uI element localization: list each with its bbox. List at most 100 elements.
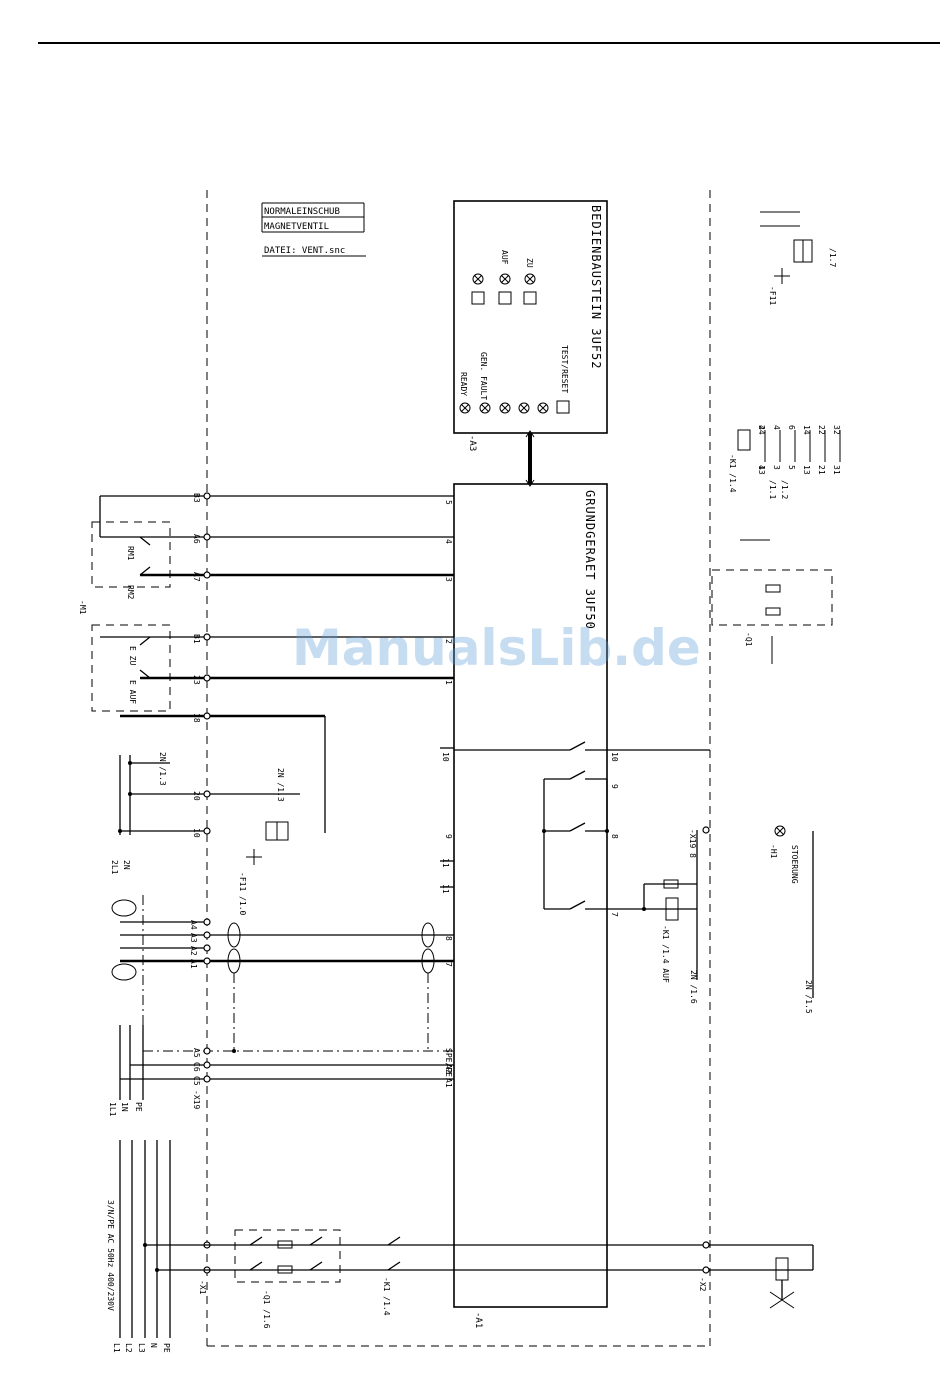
terminal-a7: A7: [192, 572, 201, 582]
x2-label: -X2: [698, 1277, 707, 1292]
supply-2: [118, 755, 170, 835]
legend-k1-contact: 21: [817, 465, 826, 475]
pin-r10: 10: [610, 752, 619, 762]
legend-k1-contact: 13: [802, 465, 811, 475]
pin-a1: A1: [444, 1078, 453, 1088]
terminal-b1: B1: [192, 634, 201, 644]
l1-1-label: 1L1: [108, 1102, 117, 1117]
terminal-a3: A3: [189, 933, 198, 943]
valve-coil: [769, 1257, 795, 1309]
legend-k1-contact: 14: [802, 425, 811, 435]
legend-k1-contact: 44: [757, 425, 766, 435]
pin-9: 9: [444, 834, 453, 839]
info-file: DATEI: VENT.snc: [264, 246, 345, 256]
x19-8-label: -X19 8: [688, 829, 697, 858]
led-fault-label: GEN. FAULT: [479, 352, 488, 400]
pin-5: 5: [444, 500, 453, 505]
ref-2n-15: 2N /1.5: [804, 980, 813, 1014]
legend-k1-contact: 2: [757, 425, 766, 430]
line-l1: L1: [112, 1343, 121, 1353]
pin-r7: 7: [610, 912, 619, 917]
terminal-b3: B3: [192, 493, 201, 503]
pin-3: 3: [444, 577, 453, 582]
terminal-a2: A2: [189, 946, 198, 956]
legend-k1-contact: 3: [772, 465, 781, 470]
legend-k1-contact: 31: [832, 465, 841, 475]
pin-8: 8: [444, 936, 453, 941]
h1-label: -H1: [769, 844, 778, 859]
auf-label: E AUF: [128, 680, 137, 704]
legend-k1-contact: 6: [787, 425, 796, 430]
base-unit-title: GRUNDGERAET 3UF50: [583, 490, 597, 630]
pin-10: 10: [441, 752, 450, 762]
legend-k1-contact: 32: [832, 425, 841, 435]
rm1-label: RM1: [126, 546, 135, 561]
n1-label: 1N: [120, 1102, 129, 1112]
pin-4: 4: [444, 539, 453, 544]
base-unit: GRUNDGERAET 3UF50 -A1: [453, 483, 608, 1328]
terminal-c6: C6: [192, 1062, 201, 1072]
supply-1: [119, 1025, 144, 1100]
pin-a2: A2: [444, 1064, 453, 1074]
legend-q1-label: -Q1: [744, 632, 753, 647]
line-n: N: [149, 1343, 158, 1348]
legend-k1-contact: 43: [757, 465, 766, 475]
led-auf-label: AUF: [500, 250, 509, 265]
terminal-20: 20: [192, 791, 201, 801]
zu-label: E ZU: [128, 646, 137, 665]
terminal-a5: A5: [192, 1048, 201, 1058]
legend-k1-col2: /1.2: [780, 480, 789, 499]
m1-label: -M1: [78, 600, 87, 615]
legend-q1: [711, 539, 833, 664]
k1-aux-label: -K1 /1.4 AUF: [661, 925, 670, 983]
terminal-23: 23: [192, 675, 201, 685]
stoerung-label: STOERUNG: [790, 845, 799, 884]
pin-1: 1: [444, 680, 453, 685]
main-supply: [119, 1140, 814, 1338]
base-unit-designator: -A1: [473, 1312, 483, 1328]
pin-11b: 11: [441, 884, 450, 894]
sensors: [111, 895, 435, 1053]
pin-2: 2: [444, 639, 453, 644]
legend-k1: [737, 429, 841, 462]
f11-label: -F11 /1.0: [238, 872, 247, 916]
watermark: ManualsLib.de: [292, 619, 701, 677]
pin-11a: 11: [441, 858, 450, 868]
terminal-a4: A4: [189, 920, 198, 930]
pin-7: 7: [444, 962, 453, 967]
rm2-label: RM2: [126, 585, 135, 600]
terminal-a1: A1: [189, 959, 198, 969]
breaker-q1: [234, 1229, 710, 1283]
pe-label: PE: [134, 1102, 143, 1112]
panel-cable: [525, 430, 535, 487]
test-reset-label: TEST/RESET: [560, 345, 569, 393]
info-title-1: NORMALEINSCHUB: [264, 207, 340, 217]
actuator-m1: [91, 496, 171, 712]
terminal-x19-label: -X19: [192, 1090, 201, 1109]
supply-description: 3/N/PE AC 50Hz 400/230V: [106, 1200, 115, 1311]
operator-panel-designator: -A3: [467, 435, 477, 451]
led-indicators: [459, 273, 570, 414]
ref-2n-13b: 2N /1.3: [276, 768, 285, 802]
operator-panel-title: BEDIENBAUSTEIN 3UF52: [589, 205, 603, 370]
led-ready-label: READY: [459, 372, 468, 396]
n2-label: 2N: [122, 860, 131, 870]
lamp-h1: [774, 825, 814, 998]
k1-14-label: -K1 /1.4: [382, 1277, 391, 1316]
led-zu-label: ZU: [525, 258, 534, 268]
legend-k1-contact: 1: [757, 465, 766, 470]
ref-2n-13a: 2N /1.3: [158, 752, 167, 786]
info-box: NORMALEINSCHUB MAGNETVENTIL DATEI: VENT.…: [261, 202, 366, 257]
legend-f11: [760, 211, 813, 284]
line-pe: PE: [162, 1343, 171, 1353]
legend-ref-17: /1.7: [828, 248, 837, 267]
fuse-f11: [246, 821, 289, 865]
q1-label: -Q1 /1.6: [262, 1290, 271, 1329]
operator-panel: BEDIENBAUSTEIN 3UF52 -A3 READY GEN. FAUL…: [453, 200, 608, 451]
terminal-10: 10: [192, 828, 201, 838]
legend-k1-contact: 4: [772, 425, 781, 430]
pin-r8: 8: [610, 834, 619, 839]
l1-2-label: 2L1: [110, 860, 119, 875]
legend-k1-contact: 22: [817, 425, 826, 435]
